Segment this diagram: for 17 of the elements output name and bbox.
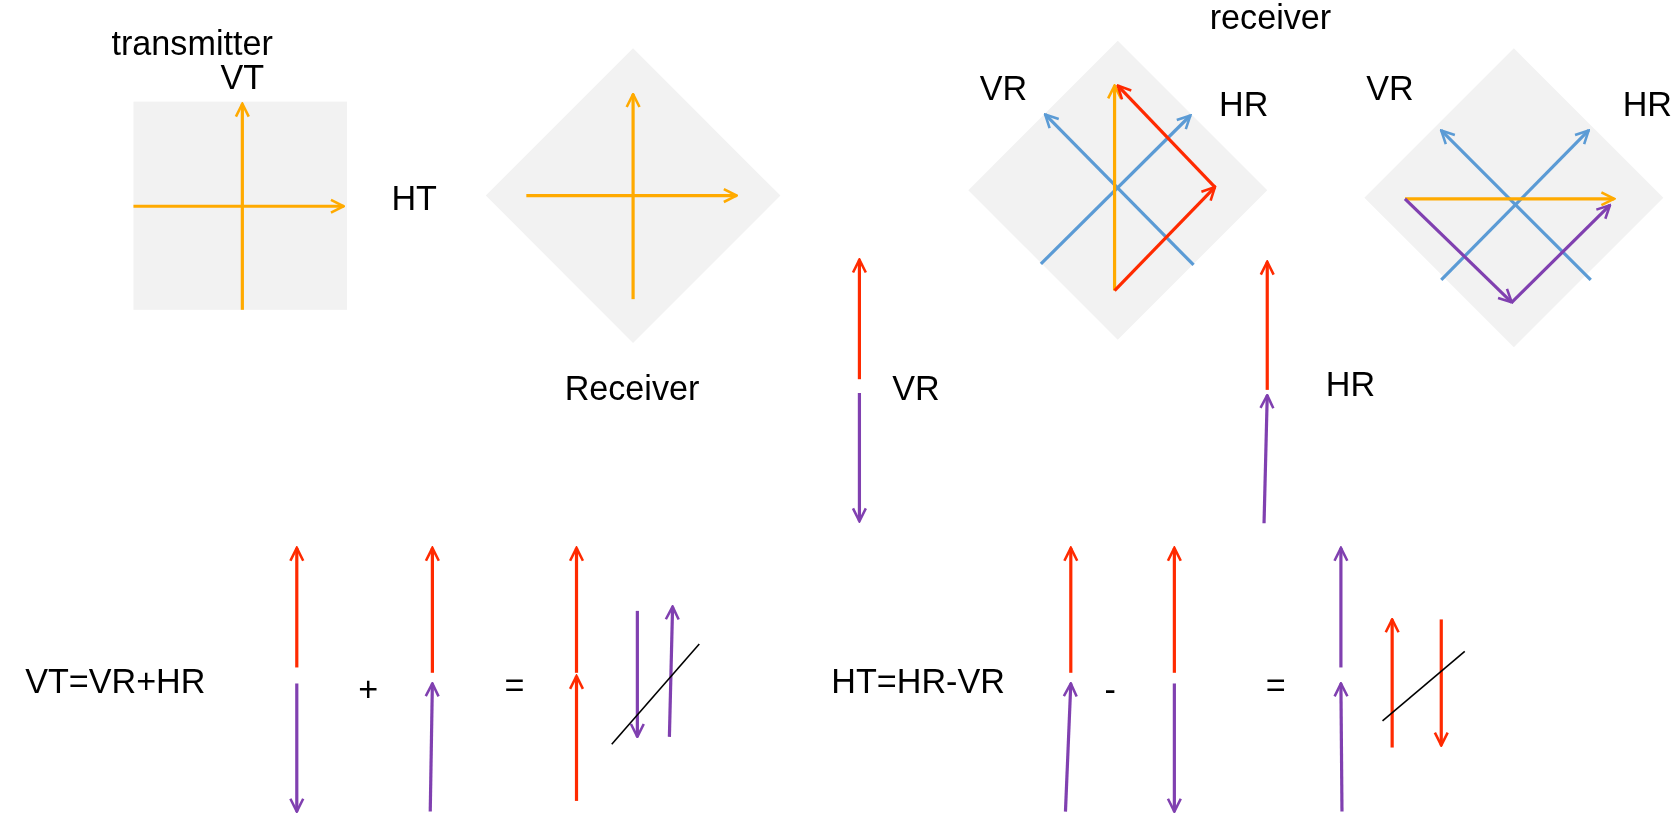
diagram-label: VR [1366,70,1414,105]
diagram-label: HR [1325,367,1376,402]
diagram-label: + [358,671,379,706]
diagram-label: VR [892,370,940,405]
diagram-label: = [504,668,525,703]
diagram-label: VT [220,59,265,94]
diagram-label: HR [1219,86,1269,121]
diagram-label: HT [391,180,437,215]
diagram-label: Receiver [564,370,700,405]
diagram-label: VT=VR+HR [25,664,206,699]
diagram-label: transmitter [111,25,273,60]
diagram-label: VR [979,70,1028,105]
diagram-label: HR [1622,86,1672,121]
diagram-label: = [1265,668,1286,703]
diagram-label: receiver [1209,0,1332,35]
diagram-label: HT=HR-VR [831,664,1005,699]
diagram-label: - [1104,671,1116,706]
